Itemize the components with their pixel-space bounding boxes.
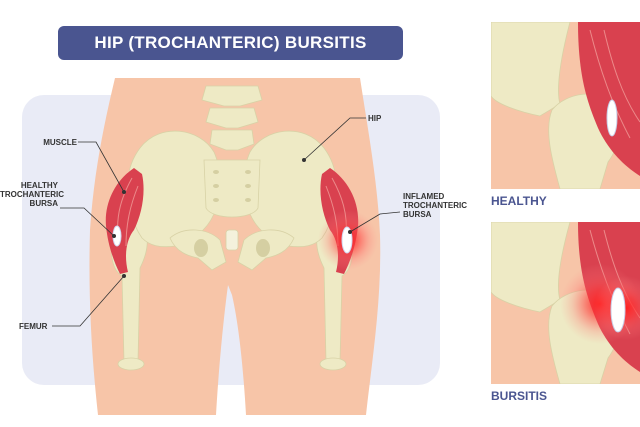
title-banner: HIP (TROCHANTERIC) BURSITIS — [58, 26, 403, 60]
label-hip-text: HIP — [368, 114, 382, 123]
label-femur: FEMUR — [19, 322, 47, 331]
bursitis-closeup — [491, 222, 640, 384]
label-healthy-bursa-line-2: TROCHANTERIC — [0, 190, 64, 199]
leader-lines — [52, 117, 401, 327]
healthy-closeup — [491, 22, 640, 189]
label-femur-text: FEMUR — [19, 322, 48, 331]
label-muscle: MUSCLE — [20, 138, 77, 147]
pelvis-holes — [194, 170, 270, 257]
label-healthy-bursa-line-3: BURSA — [29, 199, 58, 208]
label-inflamed-bursa: INFLAMED TROCHANTERIC BURSA — [403, 192, 467, 219]
page-title: HIP (TROCHANTERIC) BURSITIS — [94, 33, 367, 52]
label-inflamed-bursa-line-2: TROCHANTERIC — [403, 201, 467, 210]
spine — [201, 85, 263, 151]
caption-healthy: HEALTHY — [491, 194, 547, 208]
label-muscle-text: MUSCLE — [43, 138, 77, 147]
label-healthy-bursa: HEALTHY TROCHANTERIC BURSA — [0, 181, 64, 208]
label-inflamed-bursa-line-3: BURSA — [403, 210, 432, 219]
label-inflamed-bursa-line-1: INFLAMED — [403, 192, 445, 201]
caption-bursitis: BURSITIS — [491, 389, 548, 403]
label-healthy-bursa-line-1: HEALTHY — [20, 181, 58, 190]
label-hip: HIP — [368, 114, 381, 123]
